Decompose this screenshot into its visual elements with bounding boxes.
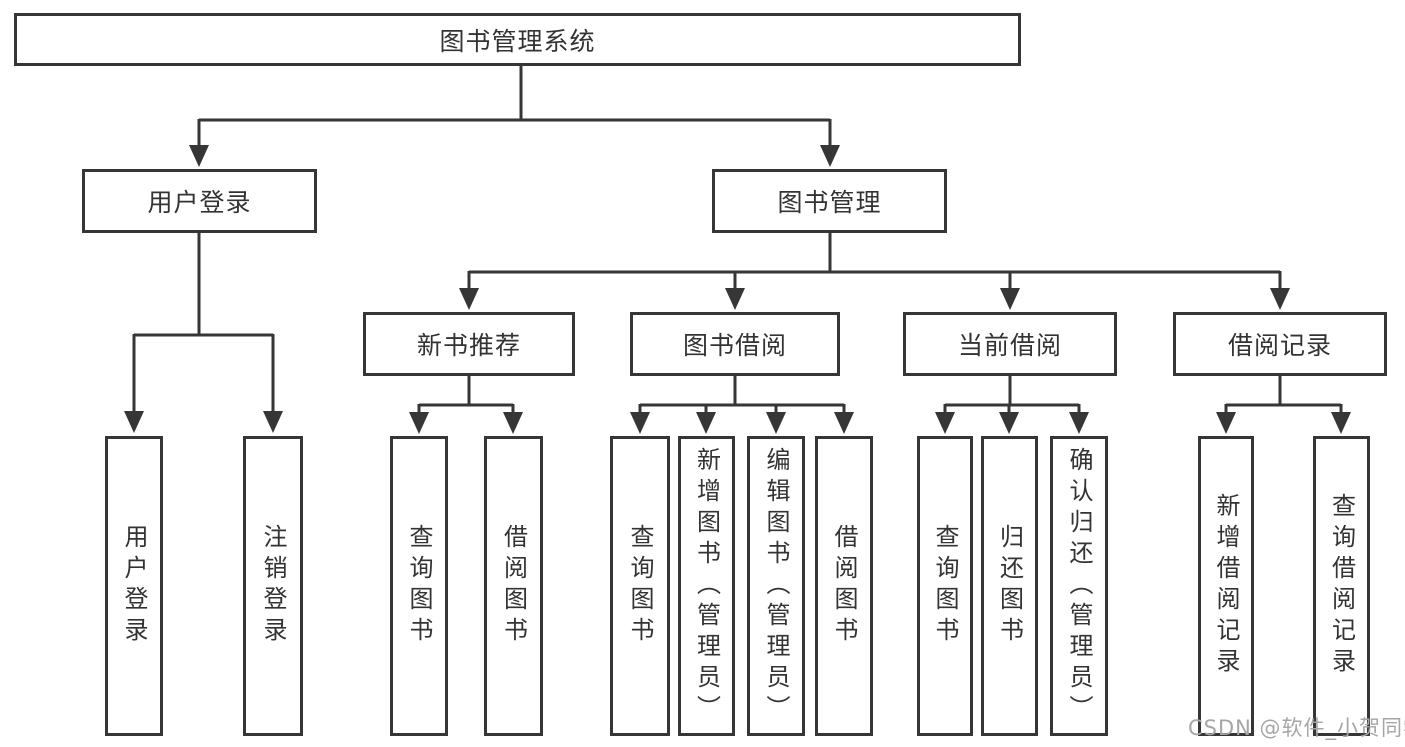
node-borrow-records: 借阅记录 [1173, 312, 1387, 376]
node-book-borrow: 图书借阅 [630, 312, 840, 376]
leaf-confirm-return-admin: 确认归还（管理员） [1050, 436, 1108, 736]
leaf-user-login: 用户登录 [105, 436, 163, 736]
node-user-login: 用户登录 [82, 169, 317, 233]
leaf-return-book: 归还图书 [981, 436, 1038, 736]
node-book-management: 图书管理 [712, 169, 947, 233]
leaf-borrow-books-borrow: 借阅图书 [815, 436, 873, 736]
node-current-borrow: 当前借阅 [903, 312, 1117, 376]
leaf-query-books-recommend: 查询图书 [390, 436, 448, 736]
node-new-book-recommend: 新书推荐 [363, 312, 575, 376]
node-root: 图书管理系统 [14, 13, 1021, 66]
leaf-add-borrow-record: 新增借阅记录 [1198, 436, 1254, 736]
leaf-query-books-borrow: 查询图书 [610, 436, 670, 736]
leaf-edit-book-admin: 编辑图书（管理员） [747, 436, 805, 736]
leaf-query-books-current: 查询图书 [917, 436, 973, 736]
leaf-query-borrow-record: 查询借阅记录 [1313, 436, 1370, 736]
leaf-logout: 注销登录 [243, 436, 303, 736]
watermark: CSDN @软件_小贺同学 [1188, 716, 1405, 740]
leaf-add-book-admin: 新增图书（管理员） [678, 436, 735, 736]
leaf-borrow-books-recommend: 借阅图书 [484, 436, 543, 736]
